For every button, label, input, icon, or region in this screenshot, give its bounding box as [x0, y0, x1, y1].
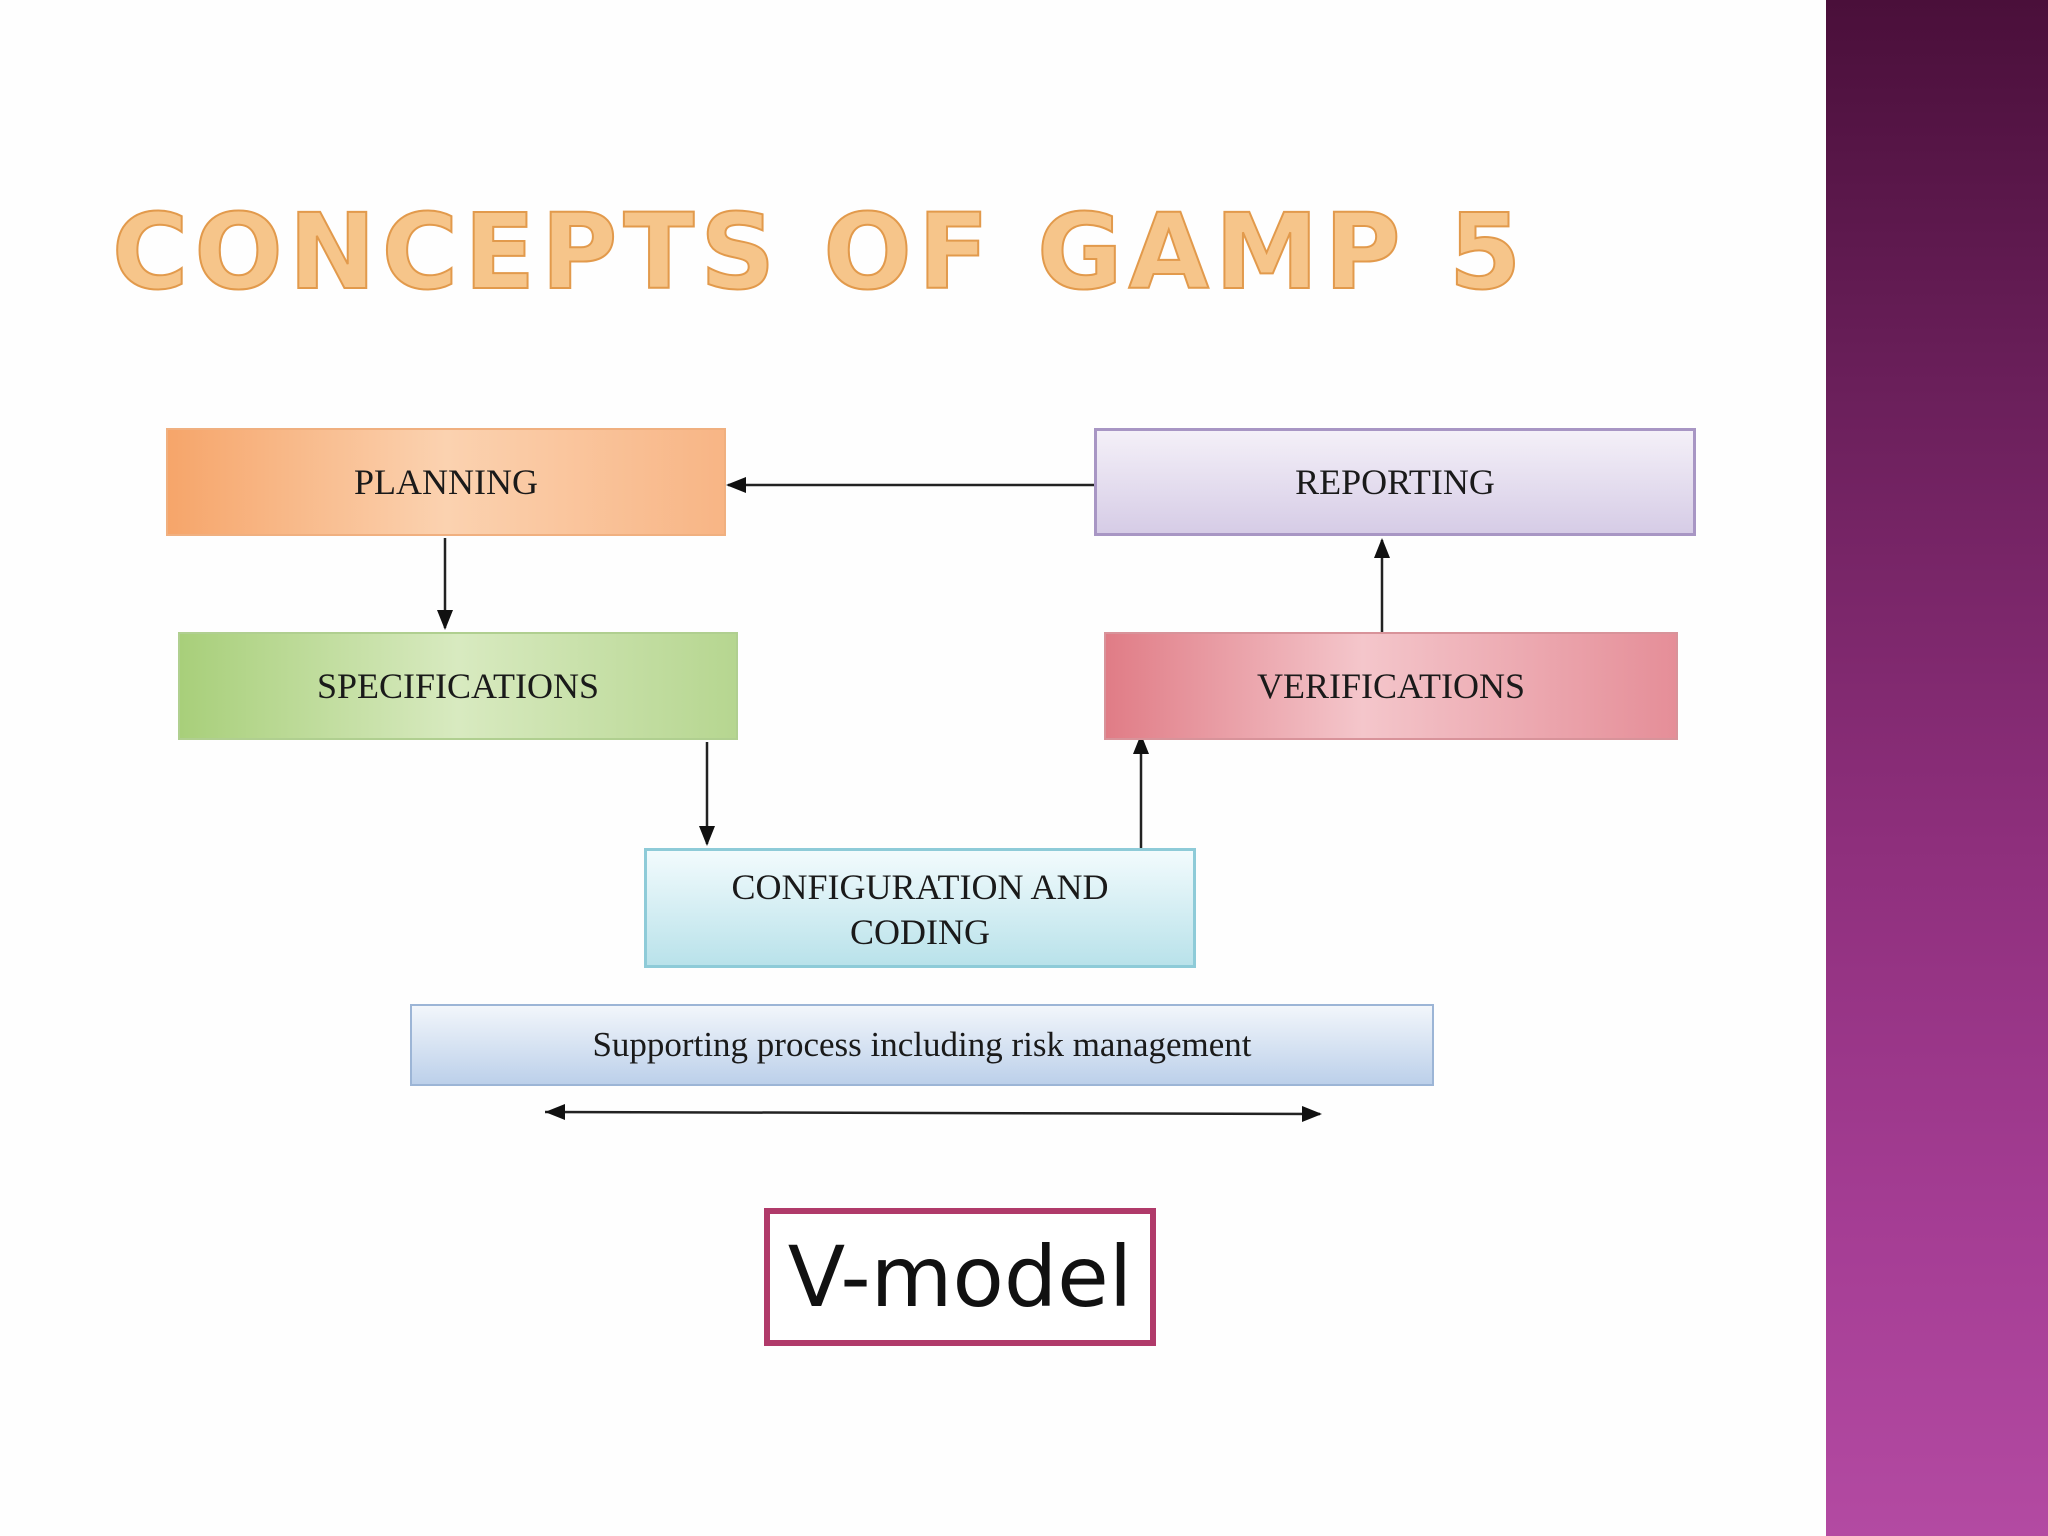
diagram-connectors	[437, 477, 1390, 1122]
slide-title: CONCEPTS OF GAMP 5	[111, 191, 1528, 313]
arrow-support-span	[544, 1105, 1322, 1122]
supporting-process-box: Supporting process including risk manage…	[410, 1004, 1434, 1086]
specifications-box: SPECIFICATIONS	[178, 632, 738, 740]
verifications-box: VERIFICATIONS	[1104, 632, 1678, 740]
arrow-support-left-head	[545, 1104, 565, 1120]
configuration-coding-box: CONFIGURATION AND CODING	[644, 848, 1196, 968]
slide: CONCEPTS OF GAMP 5 PLANNING REPORTING SP…	[110, 191, 1696, 1346]
decorative-sidebar	[1826, 0, 2048, 1536]
configuration-coding-label: CONFIGURATION AND CODING	[731, 867, 1109, 952]
planning-box: PLANNING	[166, 428, 726, 536]
reporting-box: REPORTING	[1094, 428, 1696, 536]
v-model-caption: V-model	[764, 1208, 1156, 1346]
